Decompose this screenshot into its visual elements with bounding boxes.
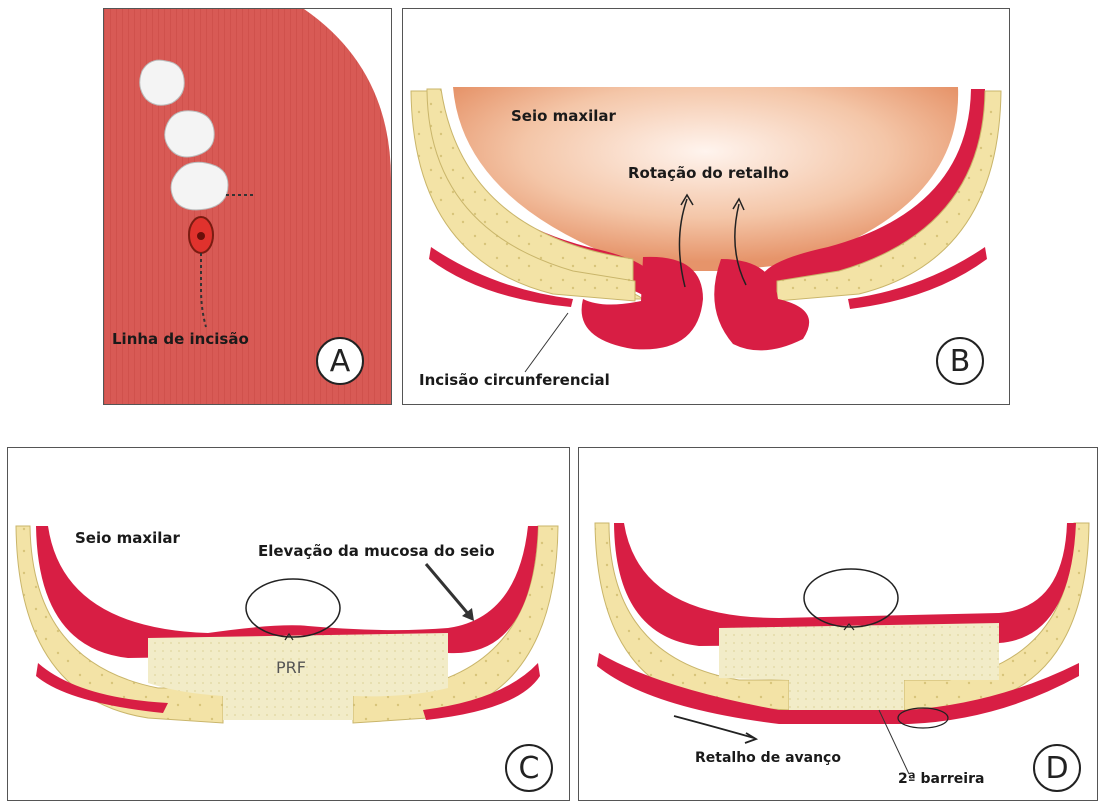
- sinus-label-b: Seio maxilar: [511, 107, 616, 125]
- prf-label: PRF: [276, 658, 306, 677]
- advance-arrow: [674, 716, 754, 738]
- panel-letter-d: D: [1033, 744, 1081, 792]
- tooth-3: [171, 162, 228, 210]
- panel-a: Linha de incisão A: [103, 8, 392, 405]
- panel-b: Seio maxilar Rotação do retalho Incisão …: [402, 8, 1010, 405]
- barrier-label: 2ª barreira: [898, 771, 984, 787]
- tooth-2: [165, 111, 215, 157]
- circumferential-label: Incisão circunferencial: [419, 371, 610, 389]
- panel-c-illustration: [8, 448, 569, 800]
- elevation-arrow: [426, 564, 470, 616]
- panel-d-illustration: [579, 448, 1097, 800]
- panel-letter-c: C: [505, 744, 553, 792]
- advance-label: Retalho de avanço: [695, 750, 841, 766]
- panel-letter-a: A: [316, 337, 364, 385]
- sinus-label-c: Seio maxilar: [75, 529, 180, 547]
- panel-d: Retalho de avanço 2ª barreira D: [578, 447, 1098, 801]
- incision-label: Linha de incisão: [112, 330, 249, 348]
- elevation-label: Elevação da mucosa do seio: [258, 542, 495, 560]
- rotation-label: Rotação do retalho: [628, 164, 789, 182]
- panel-letter-b: B: [936, 337, 984, 385]
- incision-pointer: [525, 313, 568, 372]
- tooth-1: [140, 60, 185, 105]
- panel-b-illustration: [403, 9, 1009, 404]
- panel-c: Seio maxilar Elevação da mucosa do seio …: [7, 447, 570, 801]
